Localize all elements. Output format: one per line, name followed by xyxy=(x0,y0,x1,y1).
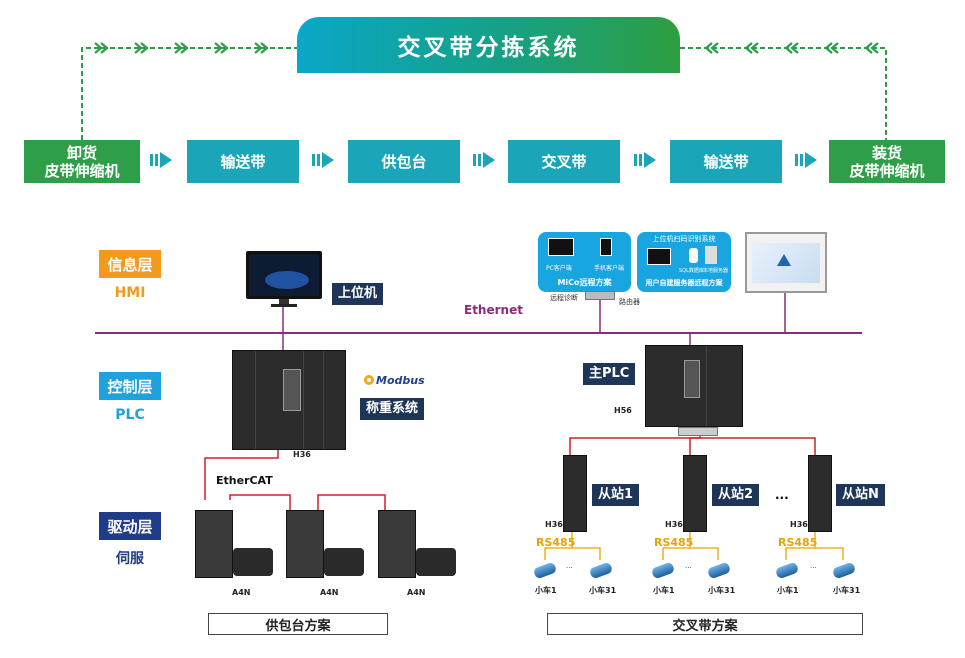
servo-motor-icon xyxy=(233,548,273,576)
flow-load-telescopic: 装货 皮带伸缩机 xyxy=(829,140,945,183)
host-computer-label: 上位机 xyxy=(332,283,384,305)
cart-1-label: 小车1 xyxy=(777,586,799,595)
slave-plc xyxy=(808,455,832,532)
ethercat-label: EtherCAT xyxy=(216,474,273,487)
main-plc-model: H56 xyxy=(614,406,632,415)
flow-conveyor-2: 输送带 xyxy=(670,140,782,183)
plc-h36-left xyxy=(232,350,346,450)
cart-31-label: 小车31 xyxy=(833,586,861,595)
feeder-solution-footer: 供包台方案 xyxy=(208,613,388,635)
servo-model: A4N xyxy=(407,588,426,597)
flow-load-line2: 皮带伸缩机 xyxy=(849,161,925,180)
flow-feeder: 供包台 xyxy=(348,140,460,183)
slave-2-label: 从站2 xyxy=(712,484,760,506)
flow-unload-telescopic: 卸货 皮带伸缩机 xyxy=(24,140,140,183)
slave-1-label: 从站1 xyxy=(592,484,640,506)
servo-drive xyxy=(195,510,233,578)
modbus-label: Modbus xyxy=(376,374,425,387)
cart-dots: ··· xyxy=(685,564,692,572)
cart-31-label: 小车31 xyxy=(708,586,736,595)
layer-info-badge: 信息层 xyxy=(99,250,161,278)
flow-unload-line1: 卸货 xyxy=(66,143,97,162)
servo-motor-icon xyxy=(324,548,364,576)
rs485-label: RS485 xyxy=(536,536,576,549)
weighing-system-label: 称重系统 xyxy=(360,398,425,420)
flow-conveyor-1: 输送带 xyxy=(187,140,299,183)
scan-server: 本地服务器 xyxy=(703,268,729,274)
ethernet-label: Ethernet xyxy=(464,303,523,317)
flow-arrow-icon xyxy=(150,152,172,168)
layer-drive-badge: 驱动层 xyxy=(99,512,161,540)
top-loop-chevrons xyxy=(94,42,879,54)
cart-1-label: 小车1 xyxy=(653,586,675,595)
layer-control-sub: PLC xyxy=(115,407,145,423)
servo-drive xyxy=(378,510,416,578)
slave-2-model: H36 xyxy=(665,520,683,529)
rs485-label: RS485 xyxy=(654,536,694,549)
mico-title: MiCo远程方案 xyxy=(557,278,612,287)
slave-n-label: 从站N xyxy=(836,484,885,506)
layer-drive-sub: 伺服 xyxy=(116,551,144,567)
rs485-label: RS485 xyxy=(778,536,818,549)
flow-arrow-icon xyxy=(634,152,656,168)
mico-phone-client: 手机客户端 xyxy=(594,265,625,272)
remote-diagnosis-label: 远程诊断 xyxy=(550,294,578,302)
flow-load-line1: 装货 xyxy=(871,143,902,162)
server-remote-caption: 用户自建服务器远程方案 xyxy=(645,279,723,287)
hmi-touchscreen xyxy=(745,232,827,293)
flow-arrow-icon xyxy=(795,152,817,168)
plc-model-left: H36 xyxy=(293,450,311,459)
servo-motor-icon xyxy=(416,548,456,576)
monitor-icon xyxy=(246,251,322,307)
cart-31-label: 小车31 xyxy=(589,586,617,595)
slave-1-model: H36 xyxy=(545,520,563,529)
cart-1-label: 小车1 xyxy=(535,586,557,595)
servo-drive xyxy=(286,510,324,578)
switch-icon xyxy=(678,427,718,436)
server-remote-panel: 上位机扫码识别系统 SQL数据库 本地服务器 用户自建服务器远程方案 xyxy=(637,232,731,292)
router-icon xyxy=(585,291,615,300)
main-plc-label: 主PLC xyxy=(583,363,636,385)
scan-system-title: 上位机扫码识别系统 xyxy=(652,235,716,243)
flow-crossbelt: 交叉带 xyxy=(508,140,620,183)
servo-model: A4N xyxy=(232,588,251,597)
flow-arrow-icon xyxy=(473,152,495,168)
flow-unload-line2: 皮带伸缩机 xyxy=(44,161,120,180)
cart-dots: ··· xyxy=(566,564,573,572)
layer-control-badge: 控制层 xyxy=(99,372,161,400)
mico-pc-client: PC客户端 xyxy=(546,265,572,272)
crossbelt-solution-footer: 交叉带方案 xyxy=(547,613,863,635)
plc-h56-main xyxy=(645,345,743,427)
system-title: 交叉带分拣系统 xyxy=(297,17,680,73)
servo-model: A4N xyxy=(320,588,339,597)
cart-dots: ··· xyxy=(810,564,817,572)
slave-plc xyxy=(563,455,587,532)
scan-sql: SQL数据库 xyxy=(679,268,704,274)
slave-n-model: H36 xyxy=(790,520,808,529)
mico-remote-panel: PC客户端 手机客户端 MiCo远程方案 xyxy=(538,232,631,292)
modbus-logo-icon xyxy=(364,375,374,385)
slave-ellipsis: ... xyxy=(775,488,789,502)
router-label: 路由器 xyxy=(619,298,640,306)
slave-plc xyxy=(683,455,707,532)
layer-info-sub: HMI xyxy=(114,285,146,301)
flow-arrow-icon xyxy=(312,152,334,168)
